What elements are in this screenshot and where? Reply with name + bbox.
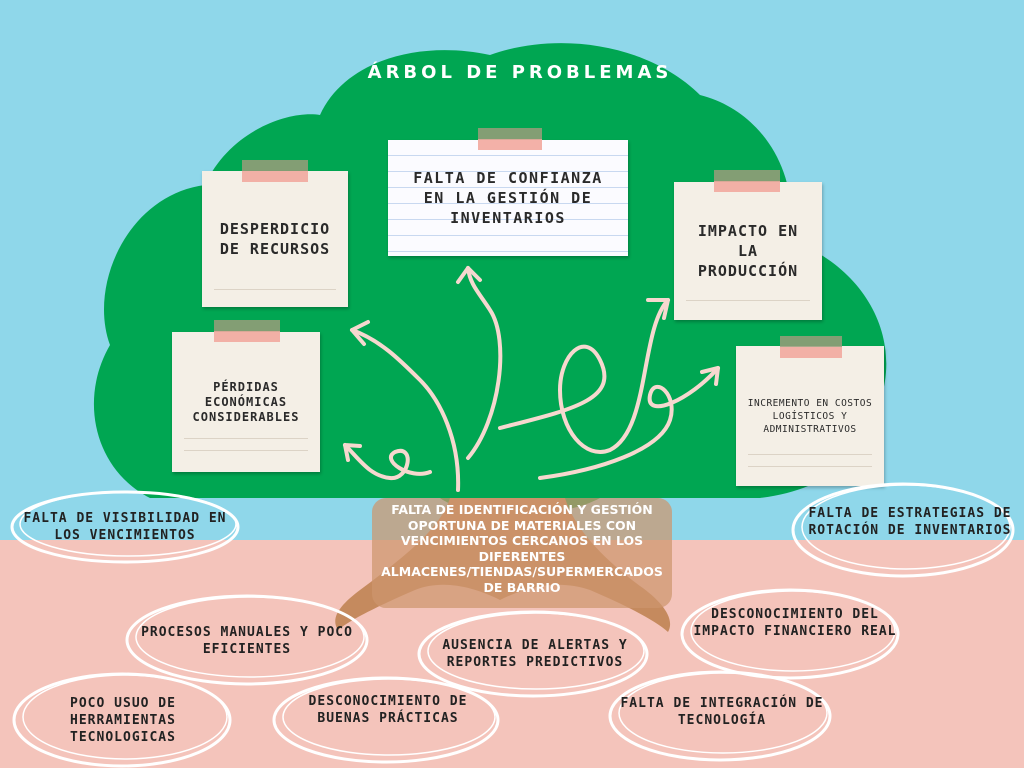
cause-integracion-ring xyxy=(608,670,832,762)
effect-confianza-note: FALTA DE CONFIANZA EN LA GESTIÓN DE INVE… xyxy=(388,140,628,256)
arrowhead xyxy=(456,266,482,284)
arrow-to-confianza xyxy=(466,266,503,460)
effect-costos-text: INCREMENTO EN COSTOS LOGÍSTICOS Y ADMINI… xyxy=(747,397,873,435)
effect-impacto-text: IMPACTO EN LA PRODUCCIÓN xyxy=(697,222,799,280)
arrow-to-costos xyxy=(538,366,720,480)
arrow-to-impacto xyxy=(498,298,670,454)
cause-integracion: FALTA DE INTEGRACIÓN DE TECNOLOGÍA xyxy=(620,696,824,728)
effect-confianza-text: FALTA DE CONFIANZA EN LA GESTIÓN DE INVE… xyxy=(413,169,603,227)
effect-desperdicio-text: DESPERDICIO DE RECURSOS xyxy=(219,220,331,258)
tape-decoration xyxy=(714,170,780,192)
cause-impacto-financiero-ring xyxy=(680,588,900,680)
central-problem-box xyxy=(372,498,672,608)
cause-practicas-ring xyxy=(272,676,500,764)
central-problem-text: FALTA DE IDENTIFICACIÓN Y GESTIÓN OPORTU… xyxy=(381,502,663,595)
effect-perdidas-text: PÉRDIDAS ECONÓMICAS CONSIDERABLES xyxy=(192,379,300,424)
tape-decoration xyxy=(780,336,842,358)
arrow-to-perdidas xyxy=(343,443,432,480)
cause-herramientas-ring xyxy=(12,672,232,768)
cause-impacto-financiero-ring xyxy=(690,590,896,672)
cause-procesos-ring xyxy=(135,596,365,678)
cause-estrategias: FALTA DE ESTRATEGIAS DE ROTACIÓN DE INVE… xyxy=(808,506,1012,538)
arrowhead xyxy=(343,443,362,462)
cause-procesos-ring xyxy=(125,594,369,686)
cause-practicas: DESCONOCIMIENTO DE BUENAS PRÁCTICAS xyxy=(308,694,468,726)
arrowhead xyxy=(350,320,370,346)
cause-visibilidad-ring xyxy=(19,491,237,557)
page-title: ÁRBOL DE PROBLEMAS xyxy=(367,62,673,83)
tape-decoration xyxy=(242,160,308,182)
tape-decoration xyxy=(478,128,542,150)
cause-alertas-ring xyxy=(417,610,649,698)
cause-practicas-ring xyxy=(282,678,496,756)
cause-visibilidad: FALTA DE VISIBILIDAD EN LOS VENCIMIENTOS xyxy=(23,511,227,543)
cause-alertas: AUSENCIA DE ALERTAS Y REPORTES PREDICTIV… xyxy=(442,638,628,670)
effect-perdidas-note: PÉRDIDAS ECONÓMICAS CONSIDERABLES xyxy=(172,332,320,472)
effect-costos-note: INCREMENTO EN COSTOS LOGÍSTICOS Y ADMINI… xyxy=(736,346,884,486)
arrow-to-desperdicio xyxy=(350,328,461,492)
cause-herramientas: POCO USUO DE HERRAMIENTAS TECNOLOGICAS xyxy=(70,696,176,745)
effect-desperdicio-note: DESPERDICIO DE RECURSOS xyxy=(202,171,348,307)
cause-estrategias-ring xyxy=(791,482,1015,578)
cause-integracion-ring xyxy=(618,672,828,754)
cause-procesos: PROCESOS MANUALES Y POCO EFICIENTES xyxy=(141,625,353,657)
cause-alertas-ring xyxy=(427,612,645,690)
effect-impacto-note: IMPACTO EN LA PRODUCCIÓN xyxy=(674,182,822,320)
arrowhead xyxy=(700,366,720,386)
cause-herramientas-ring xyxy=(22,674,228,760)
arrowhead xyxy=(646,298,670,320)
tape-decoration xyxy=(214,320,280,342)
cause-impacto-financiero: DESCONOCIMIENTO DEL IMPACTO FINANCIERO R… xyxy=(693,607,897,639)
cause-estrategias-ring xyxy=(801,484,1011,570)
